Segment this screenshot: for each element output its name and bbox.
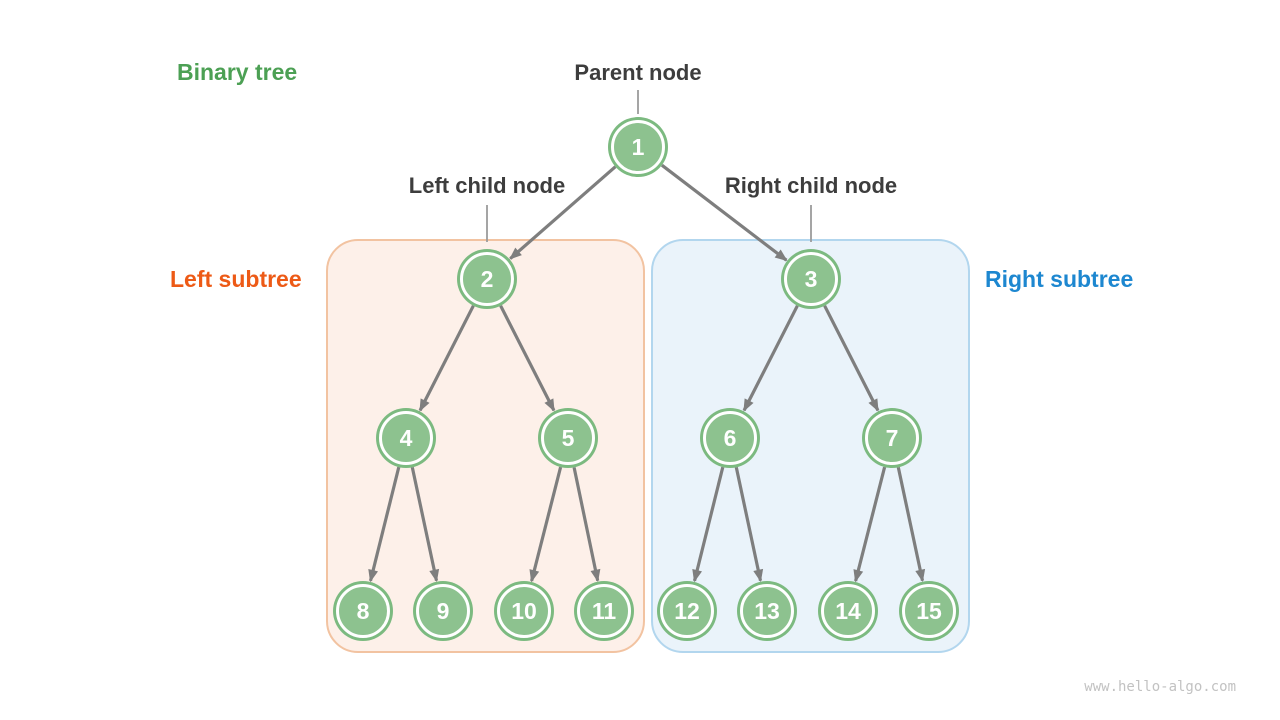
right-child-node-label: Right child node [724, 173, 898, 198]
edge-2-4 [418, 304, 475, 412]
edge-4-8 [368, 466, 401, 583]
diagram-title: Binary tree [177, 59, 298, 85]
edge-6-12 [692, 466, 725, 583]
edge-5-11 [572, 467, 601, 583]
tree-node-8: 8 [336, 584, 390, 638]
parent-node-label: Parent node [574, 60, 702, 85]
tree-node-3: 3 [784, 252, 838, 306]
edge-7-14 [853, 466, 887, 583]
tree-node-15: 15 [902, 584, 956, 638]
tree-node-12: 12 [660, 584, 714, 638]
edge-6-13 [734, 466, 764, 583]
watermark-url: www.hello-algo.com [1084, 679, 1236, 695]
edge-5-10 [529, 466, 563, 583]
left-child-node-label: Left child node [408, 173, 566, 198]
tree-node-13: 13 [740, 584, 794, 638]
edge-3-7 [823, 304, 880, 412]
tree-node-10: 10 [497, 584, 551, 638]
tree-node-9: 9 [416, 584, 470, 638]
edge-3-6 [742, 304, 799, 412]
tree-node-2: 2 [460, 252, 514, 306]
edge-4-9 [410, 466, 440, 583]
tree-node-4: 4 [379, 411, 433, 465]
tree-node-6: 6 [703, 411, 757, 465]
tree-node-5: 5 [541, 411, 595, 465]
tree-node-7: 7 [865, 411, 919, 465]
tree-node-11: 11 [577, 584, 631, 638]
edge-1-2 [509, 165, 617, 260]
tree-node-1: 1 [611, 120, 665, 174]
left-subtree-label: Left subtree [170, 266, 302, 292]
edge-1-3 [660, 163, 788, 262]
tree-node-14: 14 [821, 584, 875, 638]
edge-7-15 [896, 466, 926, 583]
right-subtree-label: Right subtree [985, 266, 1134, 292]
edge-2-5 [499, 304, 556, 412]
